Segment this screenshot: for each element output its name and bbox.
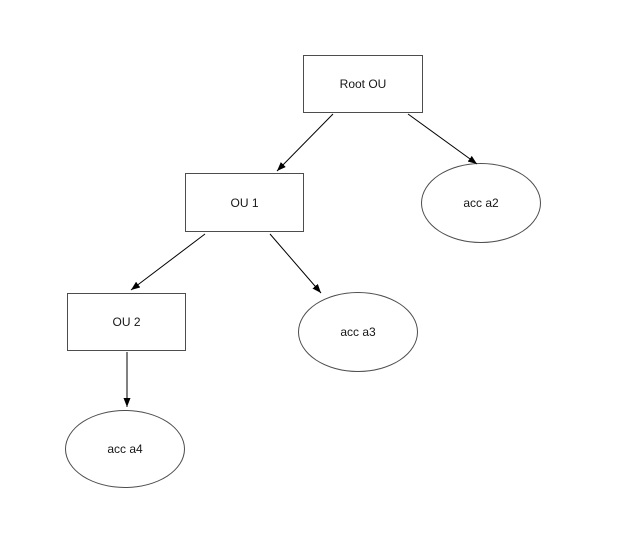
edge-root-ou-to-acc-a2 [407, 113, 478, 165]
node-ou-1[interactable]: OU 1 [185, 173, 304, 232]
node-label: OU 1 [230, 195, 259, 210]
edge-ou-1-to-acc-a3 [269, 233, 322, 294]
node-label: OU 2 [112, 315, 141, 329]
node-acc-a2[interactable]: acc a2 [421, 163, 541, 243]
node-label: Root OU [339, 77, 387, 91]
node-root-ou[interactable]: Root OU [303, 55, 423, 113]
edge-ou-1-to-ou-2 [130, 233, 206, 291]
edge-root-ou-to-ou-1 [276, 113, 334, 172]
node-label: acc a2 [463, 196, 499, 210]
node-label: acc a4 [107, 442, 143, 456]
node-acc-a4[interactable]: acc a4 [65, 410, 185, 488]
node-ou-2[interactable]: OU 2 [67, 293, 186, 351]
node-label: acc a3 [340, 325, 376, 339]
node-acc-a3[interactable]: acc a3 [298, 292, 418, 372]
